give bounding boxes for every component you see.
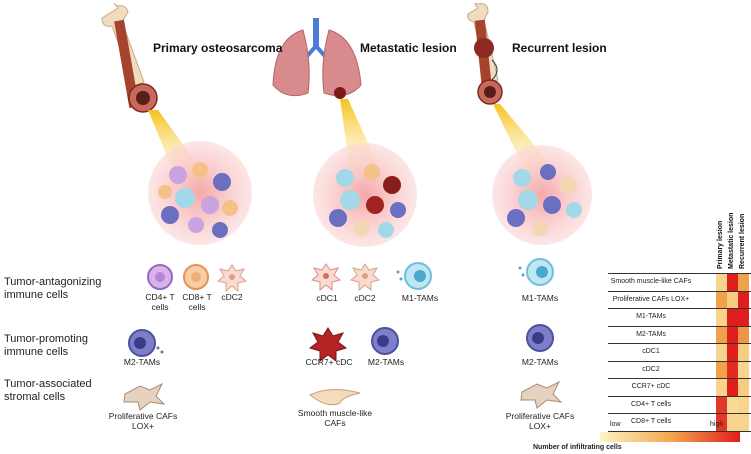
heatmap-row-label: M1-TAMs bbox=[636, 313, 666, 320]
heatmap-cell bbox=[716, 291, 727, 309]
heatmap-row: Proliferative CAFs LOX+ bbox=[608, 290, 751, 309]
legend-high: high bbox=[710, 421, 724, 428]
heatmap-row: Smooth muscle-like CAFs bbox=[608, 273, 751, 292]
title-metastatic: Metastatic lesion bbox=[360, 41, 457, 55]
label-m1-recurrent: M1-TAMs bbox=[521, 293, 559, 303]
heatmap-cell bbox=[727, 291, 738, 309]
heatmap-row-label: cDC2 bbox=[642, 365, 660, 373]
heatmap-cell bbox=[727, 414, 738, 432]
cdc1-cell-icon bbox=[310, 263, 342, 292]
heatmap-col-recurrent: Recurrent lesion bbox=[739, 213, 746, 269]
primary-bone-icon bbox=[101, 2, 158, 113]
heatmap-row-label: CCR7+ cDC bbox=[631, 383, 671, 390]
heatmap-cell bbox=[716, 379, 727, 397]
heatmap-cell bbox=[716, 309, 727, 327]
heatmap: Primary lesion Metastatic lesion Recurre… bbox=[608, 180, 751, 432]
heatmap-cell bbox=[716, 274, 727, 292]
heatmap-cell bbox=[727, 396, 738, 414]
heatmap-row-label: cDC1 bbox=[642, 348, 660, 355]
heatmap-cell bbox=[727, 361, 738, 379]
legend-title: Number of infiltrating cells bbox=[533, 444, 622, 451]
heatmap-cell bbox=[727, 309, 738, 327]
heatmap-cell bbox=[738, 361, 749, 379]
heatmap-row-label: Smooth muscle-like CAFs bbox=[610, 278, 692, 285]
label-m2-primary: M2-TAMs bbox=[123, 357, 161, 367]
m1-tam-icon-metastatic bbox=[396, 262, 432, 290]
heatmap-row: CD4+ T cells bbox=[608, 395, 751, 414]
m1-tam-icon-recurrent bbox=[518, 258, 554, 286]
heatmap-cell bbox=[716, 414, 727, 432]
heatmap-row: CCR7+ cDC bbox=[608, 378, 751, 397]
heatmap-row-label: Proliferative CAFs LOX+ bbox=[612, 295, 690, 303]
label-cdc2-metastatic: cDC2 bbox=[354, 293, 376, 303]
recurrent-tumor-cluster bbox=[492, 145, 592, 245]
heatmap-cell bbox=[738, 309, 749, 327]
heatmap-cell bbox=[738, 291, 749, 309]
heatmap-col-primary: Primary lesion bbox=[717, 220, 724, 269]
heatmap-cell bbox=[716, 344, 727, 362]
title-recurrent: Recurrent lesion bbox=[512, 41, 607, 55]
cdc2-cell-icon-metastatic bbox=[349, 263, 381, 292]
heatmap-row: cDC1 bbox=[608, 343, 751, 362]
heatmap-row: cDC2 bbox=[608, 360, 751, 379]
label-ccr7: CCR7+ cDC bbox=[305, 357, 353, 367]
heatmap-row: M1-TAMs bbox=[608, 308, 751, 327]
label-m1-metastatic: M1-TAMs bbox=[401, 293, 439, 303]
heatmap-cell bbox=[727, 274, 738, 292]
prolif-caf-icon-primary bbox=[123, 382, 166, 411]
heatmap-cell bbox=[727, 326, 738, 344]
legend-gradient-bar bbox=[600, 432, 740, 442]
m2-tam-icon-recurrent bbox=[526, 324, 554, 352]
heatmap-bottom-border bbox=[608, 430, 751, 432]
metastatic-tumor-cluster bbox=[313, 143, 417, 247]
heatmap-col-metastatic: Metastatic lesion bbox=[728, 212, 735, 269]
title-primary: Primary osteosarcoma bbox=[153, 41, 283, 55]
label-m2-metastatic: M2-TAMs bbox=[367, 357, 405, 367]
heatmap-row-label: M2-TAMs bbox=[636, 330, 666, 338]
heatmap-cell bbox=[727, 379, 738, 397]
m2-tam-icon-primary bbox=[128, 329, 164, 357]
heatmap-row-label: CD8+ T cells bbox=[630, 418, 671, 425]
heatmap-cell bbox=[738, 379, 749, 397]
heatmap-cell bbox=[716, 396, 727, 414]
heatmap-row-label: CD4+ T cells bbox=[630, 400, 671, 408]
cdc2-cell-icon-primary bbox=[216, 264, 248, 293]
label-cdc2-primary: cDC2 bbox=[221, 292, 243, 302]
heatmap-cell bbox=[738, 274, 749, 292]
label-cdc1: cDC1 bbox=[316, 293, 338, 303]
m2-tam-icon-metastatic bbox=[371, 327, 399, 355]
primary-tumor-cluster bbox=[148, 141, 252, 245]
lungs-icon bbox=[272, 18, 362, 99]
recurrent-bone-icon bbox=[467, 3, 503, 105]
heatmap-cell bbox=[738, 396, 749, 414]
smooth-caf-icon bbox=[309, 389, 361, 406]
heatmap-cell bbox=[727, 344, 738, 362]
heatmap-cell bbox=[738, 344, 749, 362]
heatmap-row: CD8+ T cells bbox=[608, 413, 751, 432]
heatmap-cell bbox=[716, 326, 727, 344]
label-m2-recurrent: M2-TAMs bbox=[521, 357, 559, 367]
legend-low: low bbox=[610, 421, 621, 428]
ccr7-cdc-icon bbox=[308, 327, 348, 362]
heatmap-cell bbox=[738, 414, 749, 432]
heatmap-row: M2-TAMs bbox=[608, 325, 751, 344]
heatmap-cell bbox=[716, 361, 727, 379]
heatmap-cell bbox=[738, 326, 749, 344]
prolif-caf-icon-recurrent bbox=[520, 380, 563, 409]
